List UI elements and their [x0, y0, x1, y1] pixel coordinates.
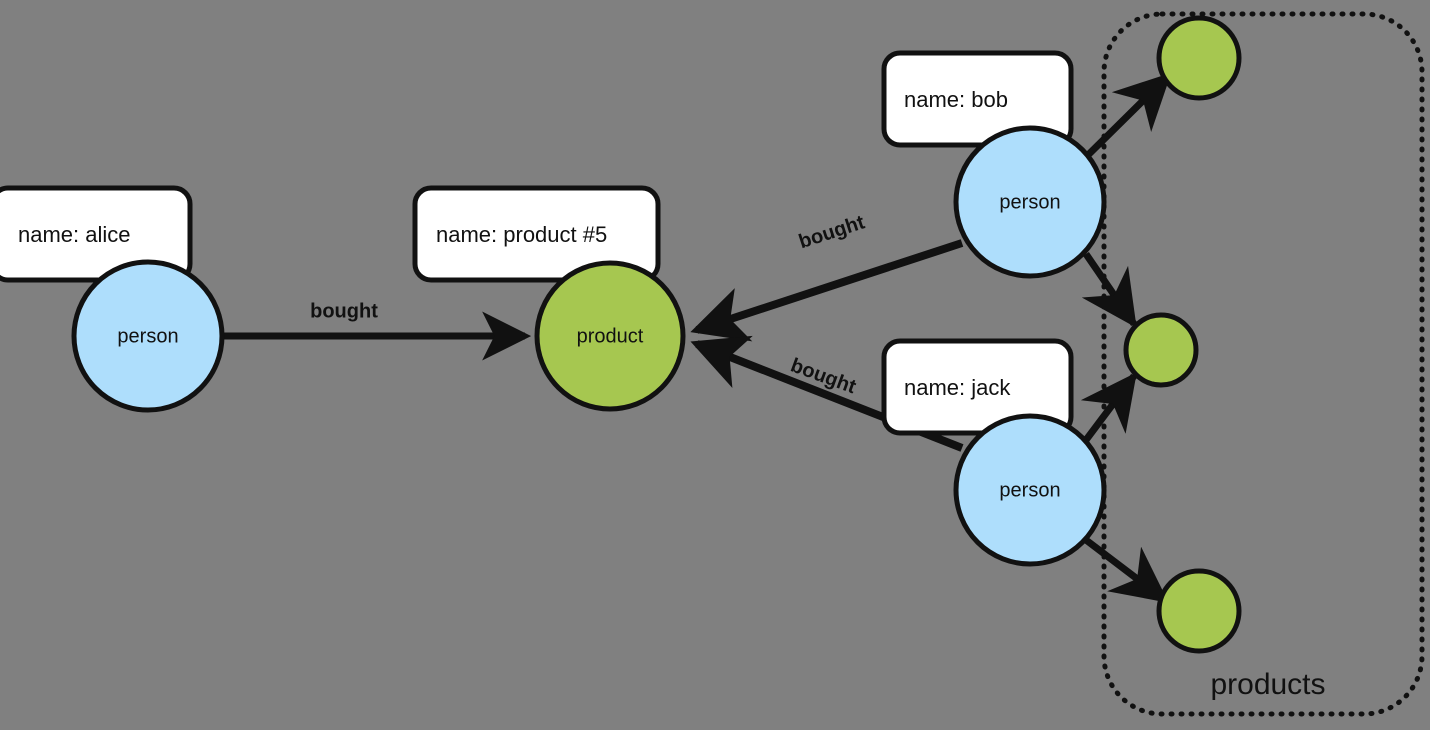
- edge-bob-to-product[interactable]: [690, 239, 964, 342]
- node-product5-label: product: [577, 325, 644, 347]
- node-alice-label: person: [117, 325, 178, 347]
- group-products[interactable]: products: [1101, 11, 1425, 717]
- property-box-jack[interactable]: name: jack: [881, 338, 1074, 436]
- node-product-mid[interactable]: [1123, 312, 1199, 388]
- property-box-bob[interactable]: name: bob: [881, 50, 1074, 148]
- node-product5-circle[interactable]: [534, 260, 686, 412]
- edge-jack-to-product-bottom[interactable]: [1083, 537, 1169, 603]
- group-products-label: products: [1210, 668, 1325, 701]
- node-product-top[interactable]: [1156, 15, 1242, 101]
- node-bob-circle[interactable]: [953, 125, 1107, 279]
- property-box-product5-text: name: product #5: [436, 222, 607, 247]
- edge-bob-to-product-top[interactable]: [1085, 72, 1172, 158]
- property-box-jack-text: name: jack: [904, 375, 1011, 400]
- node-product-bottom-circle[interactable]: [1156, 568, 1242, 654]
- group-products-border: [1101, 11, 1425, 717]
- property-box-alice-rect: [0, 185, 193, 283]
- node-product5[interactable]: product: [534, 260, 686, 412]
- property-box-alice-text: name: alice: [18, 222, 131, 247]
- edge-bob-to-product-mid[interactable]: [1081, 252, 1137, 328]
- edge-jack-to-product-mid[interactable]: [1080, 372, 1137, 443]
- node-bob[interactable]: person: [953, 125, 1107, 279]
- node-product-mid-circle[interactable]: [1123, 312, 1199, 388]
- property-box-product5[interactable]: name: product #5: [412, 185, 661, 283]
- property-box-product5-rect: [412, 185, 661, 283]
- node-product-top-circle[interactable]: [1156, 15, 1242, 101]
- edge-label-alice-bought: bought: [310, 300, 378, 322]
- property-box-jack-rect: [881, 338, 1074, 436]
- node-jack-label: person: [999, 479, 1060, 501]
- node-jack[interactable]: person: [953, 413, 1107, 567]
- node-alice[interactable]: person: [71, 259, 225, 413]
- property-box-alice[interactable]: name: alice: [0, 185, 193, 283]
- node-alice-circle[interactable]: [71, 259, 225, 413]
- edge-label-bob-bought: bought: [796, 211, 868, 253]
- property-box-bob-rect: [881, 50, 1074, 148]
- node-jack-circle[interactable]: [953, 413, 1107, 567]
- node-product-bottom[interactable]: [1156, 568, 1242, 654]
- property-box-bob-text: name: bob: [904, 87, 1008, 112]
- node-bob-label: person: [999, 191, 1060, 213]
